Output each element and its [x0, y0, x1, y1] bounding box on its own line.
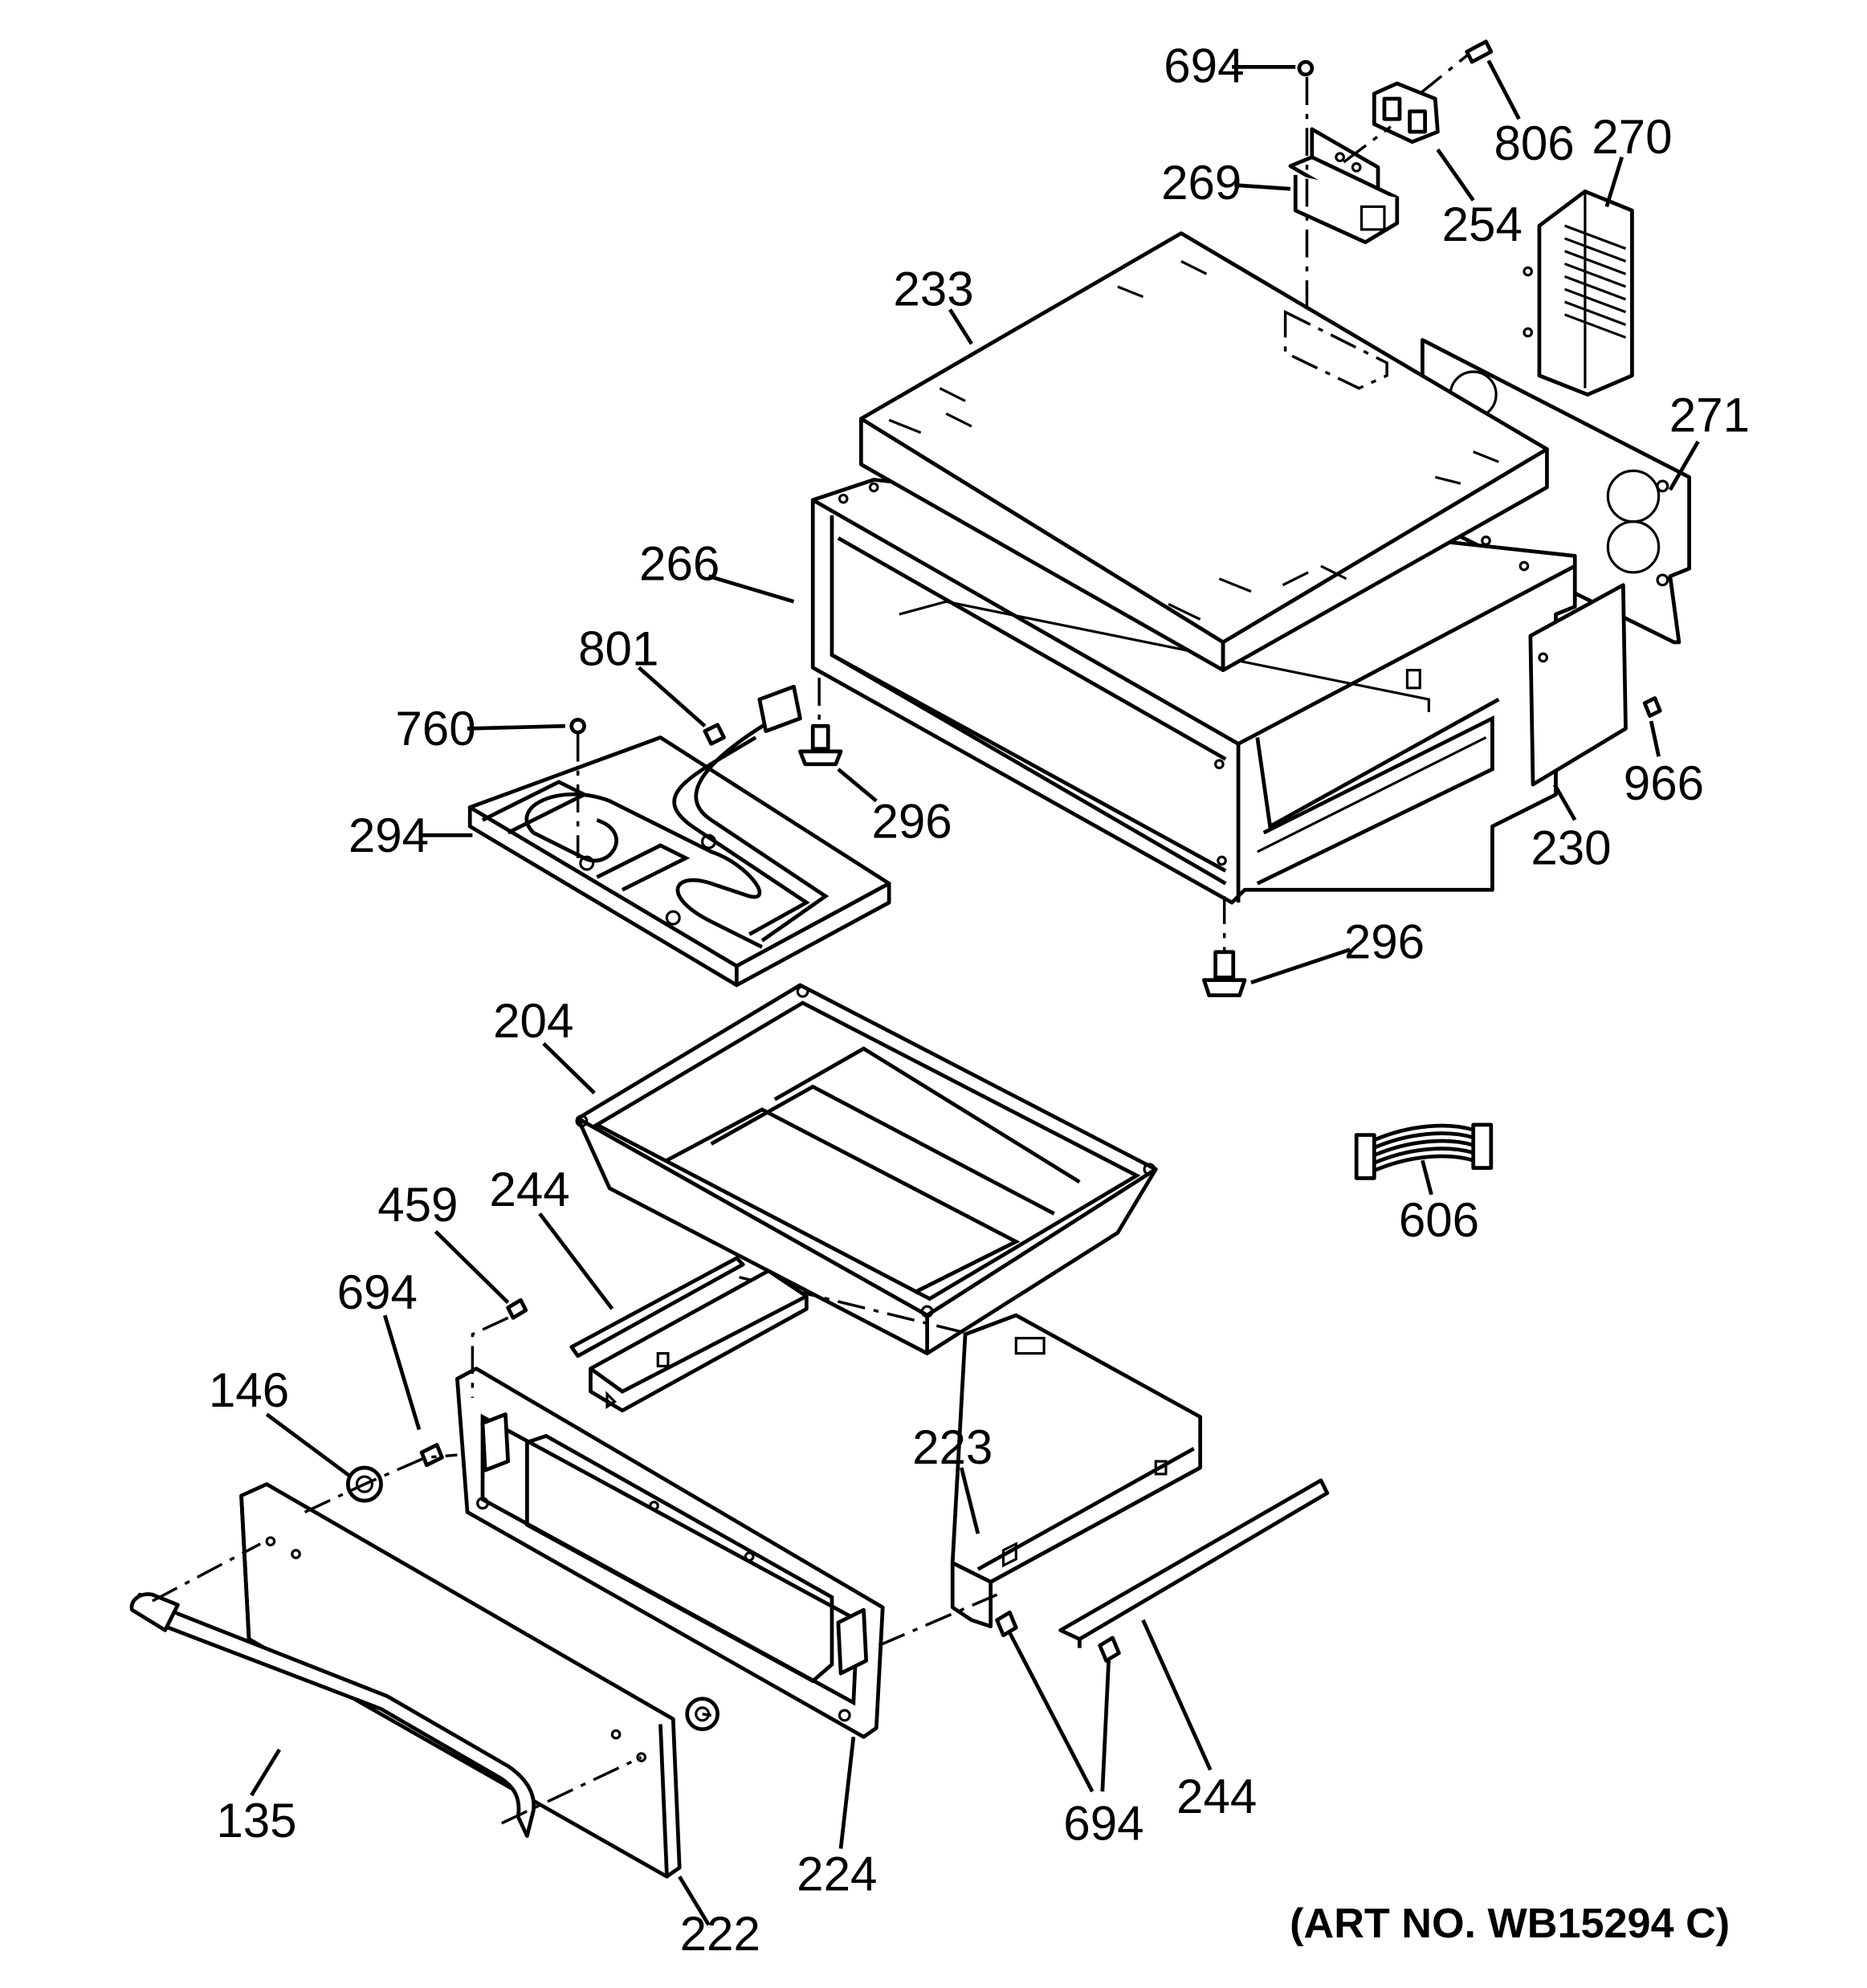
- callout-135: 135: [216, 1794, 296, 1847]
- drawer-handle-135[interactable]: [129, 1592, 536, 1838]
- callout-296-lower: 296: [1344, 915, 1425, 969]
- bake-element-assembly-294[interactable]: [467, 716, 891, 988]
- callout-266: 266: [639, 536, 719, 590]
- screw-806[interactable]: [1465, 39, 1494, 64]
- insulation-panel-233[interactable]: [858, 231, 1549, 673]
- clip-966[interactable]: [1642, 696, 1662, 718]
- callout-233: 233: [893, 263, 973, 316]
- callout-254: 254: [1442, 198, 1523, 251]
- terminal-box-270[interactable]: [1523, 189, 1634, 397]
- drawer-frame-266[interactable]: [810, 478, 1577, 905]
- callout-224: 224: [797, 1847, 877, 1901]
- callout-269: 269: [1161, 156, 1241, 210]
- screw-459[interactable]: [506, 1297, 528, 1320]
- callout-806: 806: [1494, 116, 1574, 170]
- drawer-pan-204[interactable]: [575, 983, 1158, 1355]
- callout-204: 204: [493, 994, 573, 1048]
- drawer-slide-244-left[interactable]: [569, 1256, 809, 1413]
- wire-harness-606[interactable]: [1354, 1122, 1494, 1180]
- drawer-slide-244-right[interactable]: [1058, 1478, 1330, 1648]
- leveling-leg-296-upper[interactable]: [798, 723, 843, 767]
- callout-222: 222: [680, 1907, 760, 1961]
- cover-plate-230[interactable]: [1528, 583, 1628, 787]
- callout-230: 230: [1531, 821, 1611, 875]
- callout-606: 606: [1399, 1193, 1479, 1247]
- screw-801[interactable]: [703, 684, 802, 746]
- callout-294: 294: [349, 809, 429, 862]
- callout-244-left: 244: [489, 1163, 569, 1216]
- drawer-frame-223[interactable]: [950, 1313, 1203, 1629]
- callout-244-right: 244: [1176, 1770, 1257, 1823]
- callout-146: 146: [209, 1363, 289, 1417]
- callout-801: 801: [578, 621, 658, 675]
- callout-labels: 694 806 270 269 254 233 271 266 801 760 …: [209, 39, 1750, 1961]
- callout-694-top: 694: [1164, 39, 1244, 92]
- bracket-269[interactable]: [1288, 127, 1400, 245]
- callout-223: 223: [912, 1420, 993, 1474]
- callout-966: 966: [1624, 756, 1704, 810]
- art-number: (ART NO. WB15294 C): [1290, 1900, 1730, 1947]
- callout-760: 760: [395, 702, 475, 756]
- screw-694-top[interactable]: [1297, 59, 1315, 77]
- callout-296-upper: 296: [871, 794, 952, 848]
- screw-694-right-a[interactable]: [995, 1610, 1018, 1638]
- terminal-254[interactable]: [1372, 81, 1440, 145]
- screw-694-right-b[interactable]: [1098, 1636, 1121, 1663]
- leader-lines: [250, 59, 1700, 1926]
- callout-270: 270: [1592, 110, 1672, 164]
- drawer-inner-front-224[interactable]: [455, 1367, 885, 1739]
- callout-271: 271: [1669, 388, 1750, 442]
- screw-760[interactable]: [569, 717, 586, 735]
- drawer-outer-front-222[interactable]: [239, 1482, 682, 1879]
- screw-694-left[interactable]: [419, 1443, 444, 1468]
- leveling-leg-296-lower[interactable]: [1202, 950, 1247, 997]
- callout-694-right: 694: [1063, 1796, 1143, 1850]
- callout-694-left: 694: [337, 1265, 418, 1319]
- callout-459: 459: [377, 1178, 458, 1232]
